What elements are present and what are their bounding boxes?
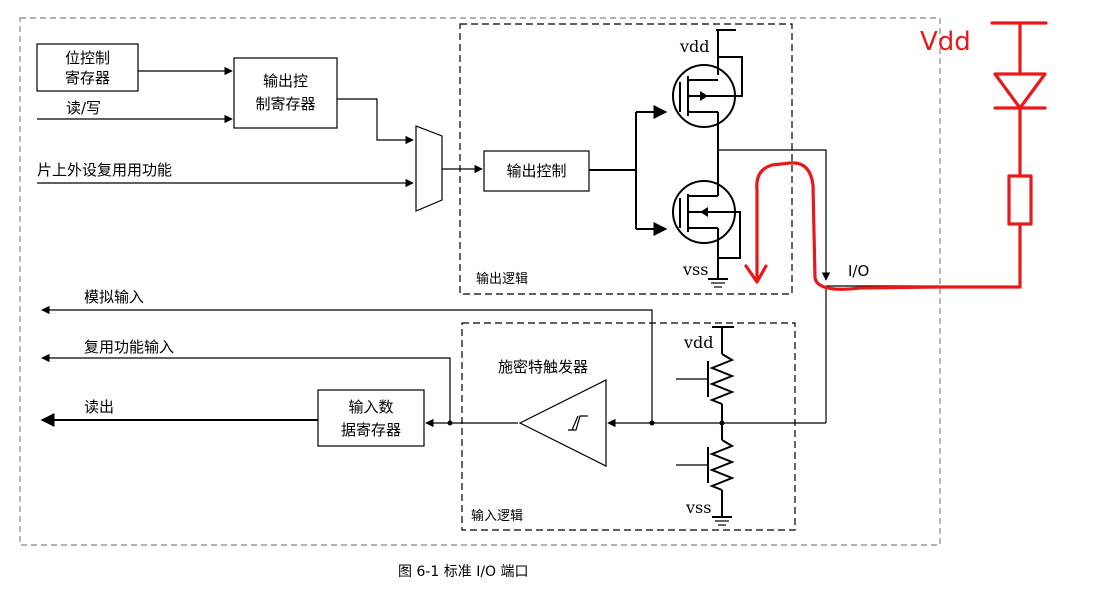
input-data-register-box: 输入数 据寄存器 — [317, 389, 425, 447]
input-logic-label: 输入逻辑 — [471, 508, 523, 524]
bit-control-register-line1: 位控制 — [65, 49, 110, 67]
analog-input-label: 模拟输入 — [84, 288, 144, 306]
input-data-register-line2: 据寄存器 — [341, 421, 401, 439]
io-pin-label: I/O — [848, 262, 869, 280]
analog-junction — [649, 420, 655, 426]
peripheral-alt-function-label: 片上外设复用用功能 — [37, 161, 172, 179]
pulldown-switch — [676, 447, 709, 483]
schmitt-trigger — [518, 379, 607, 467]
read-out-label: 读出 — [84, 398, 114, 416]
external-circuit — [936, 21, 1048, 289]
output-control-register-line2: 制寄存器 — [255, 95, 315, 113]
figure-caption: 图 6-1 标准 I/O 端口 — [398, 564, 529, 580]
vdd-output-label: vdd — [679, 37, 710, 56]
alt-function-input-wire — [41, 353, 451, 423]
output-mux — [415, 125, 443, 212]
ground-symbol-output — [708, 278, 728, 288]
schmitt-trigger-label: 施密特触发器 — [498, 358, 588, 376]
input-data-register-line1: 输入数 — [348, 398, 393, 416]
port-outer-frame — [19, 17, 941, 546]
pullup-switch — [676, 361, 709, 397]
pulldown-resistor — [709, 439, 735, 491]
input-logic-region — [461, 322, 796, 531]
output-to-io-wire — [718, 149, 831, 281]
vss-input-label: vss — [685, 498, 711, 517]
output-control-register-box: 输出控 制寄存器 — [233, 57, 338, 129]
vdd-input-label: vdd — [683, 333, 714, 352]
output-logic-label: 输出逻辑 — [476, 271, 528, 287]
analog-input-wire — [41, 305, 653, 423]
alt-junction — [447, 420, 453, 426]
bit-control-register-line2: 寄存器 — [65, 69, 110, 87]
pullup-resistor — [709, 353, 735, 405]
ground-symbol-input — [712, 516, 732, 526]
output-logic-region — [459, 23, 793, 295]
bit-control-register-box: 位控制 寄存器 — [36, 43, 139, 92]
output-control-label: 输出控制 — [506, 162, 566, 180]
external-vdd-label: Vdd — [920, 27, 971, 57]
vss-output-label: vss — [682, 260, 708, 279]
output-control-register-line1: 输出控 — [263, 72, 308, 90]
ocr-to-mux-wire — [337, 98, 414, 145]
alt-function-input-label: 复用功能输入 — [84, 338, 174, 356]
nmos-transistor — [672, 180, 741, 259]
current-path-annotation — [744, 161, 940, 291]
pmos-transistor — [672, 56, 743, 128]
read-write-label: 读/写 — [66, 99, 101, 117]
output-control-box: 输出控制 — [483, 150, 590, 192]
